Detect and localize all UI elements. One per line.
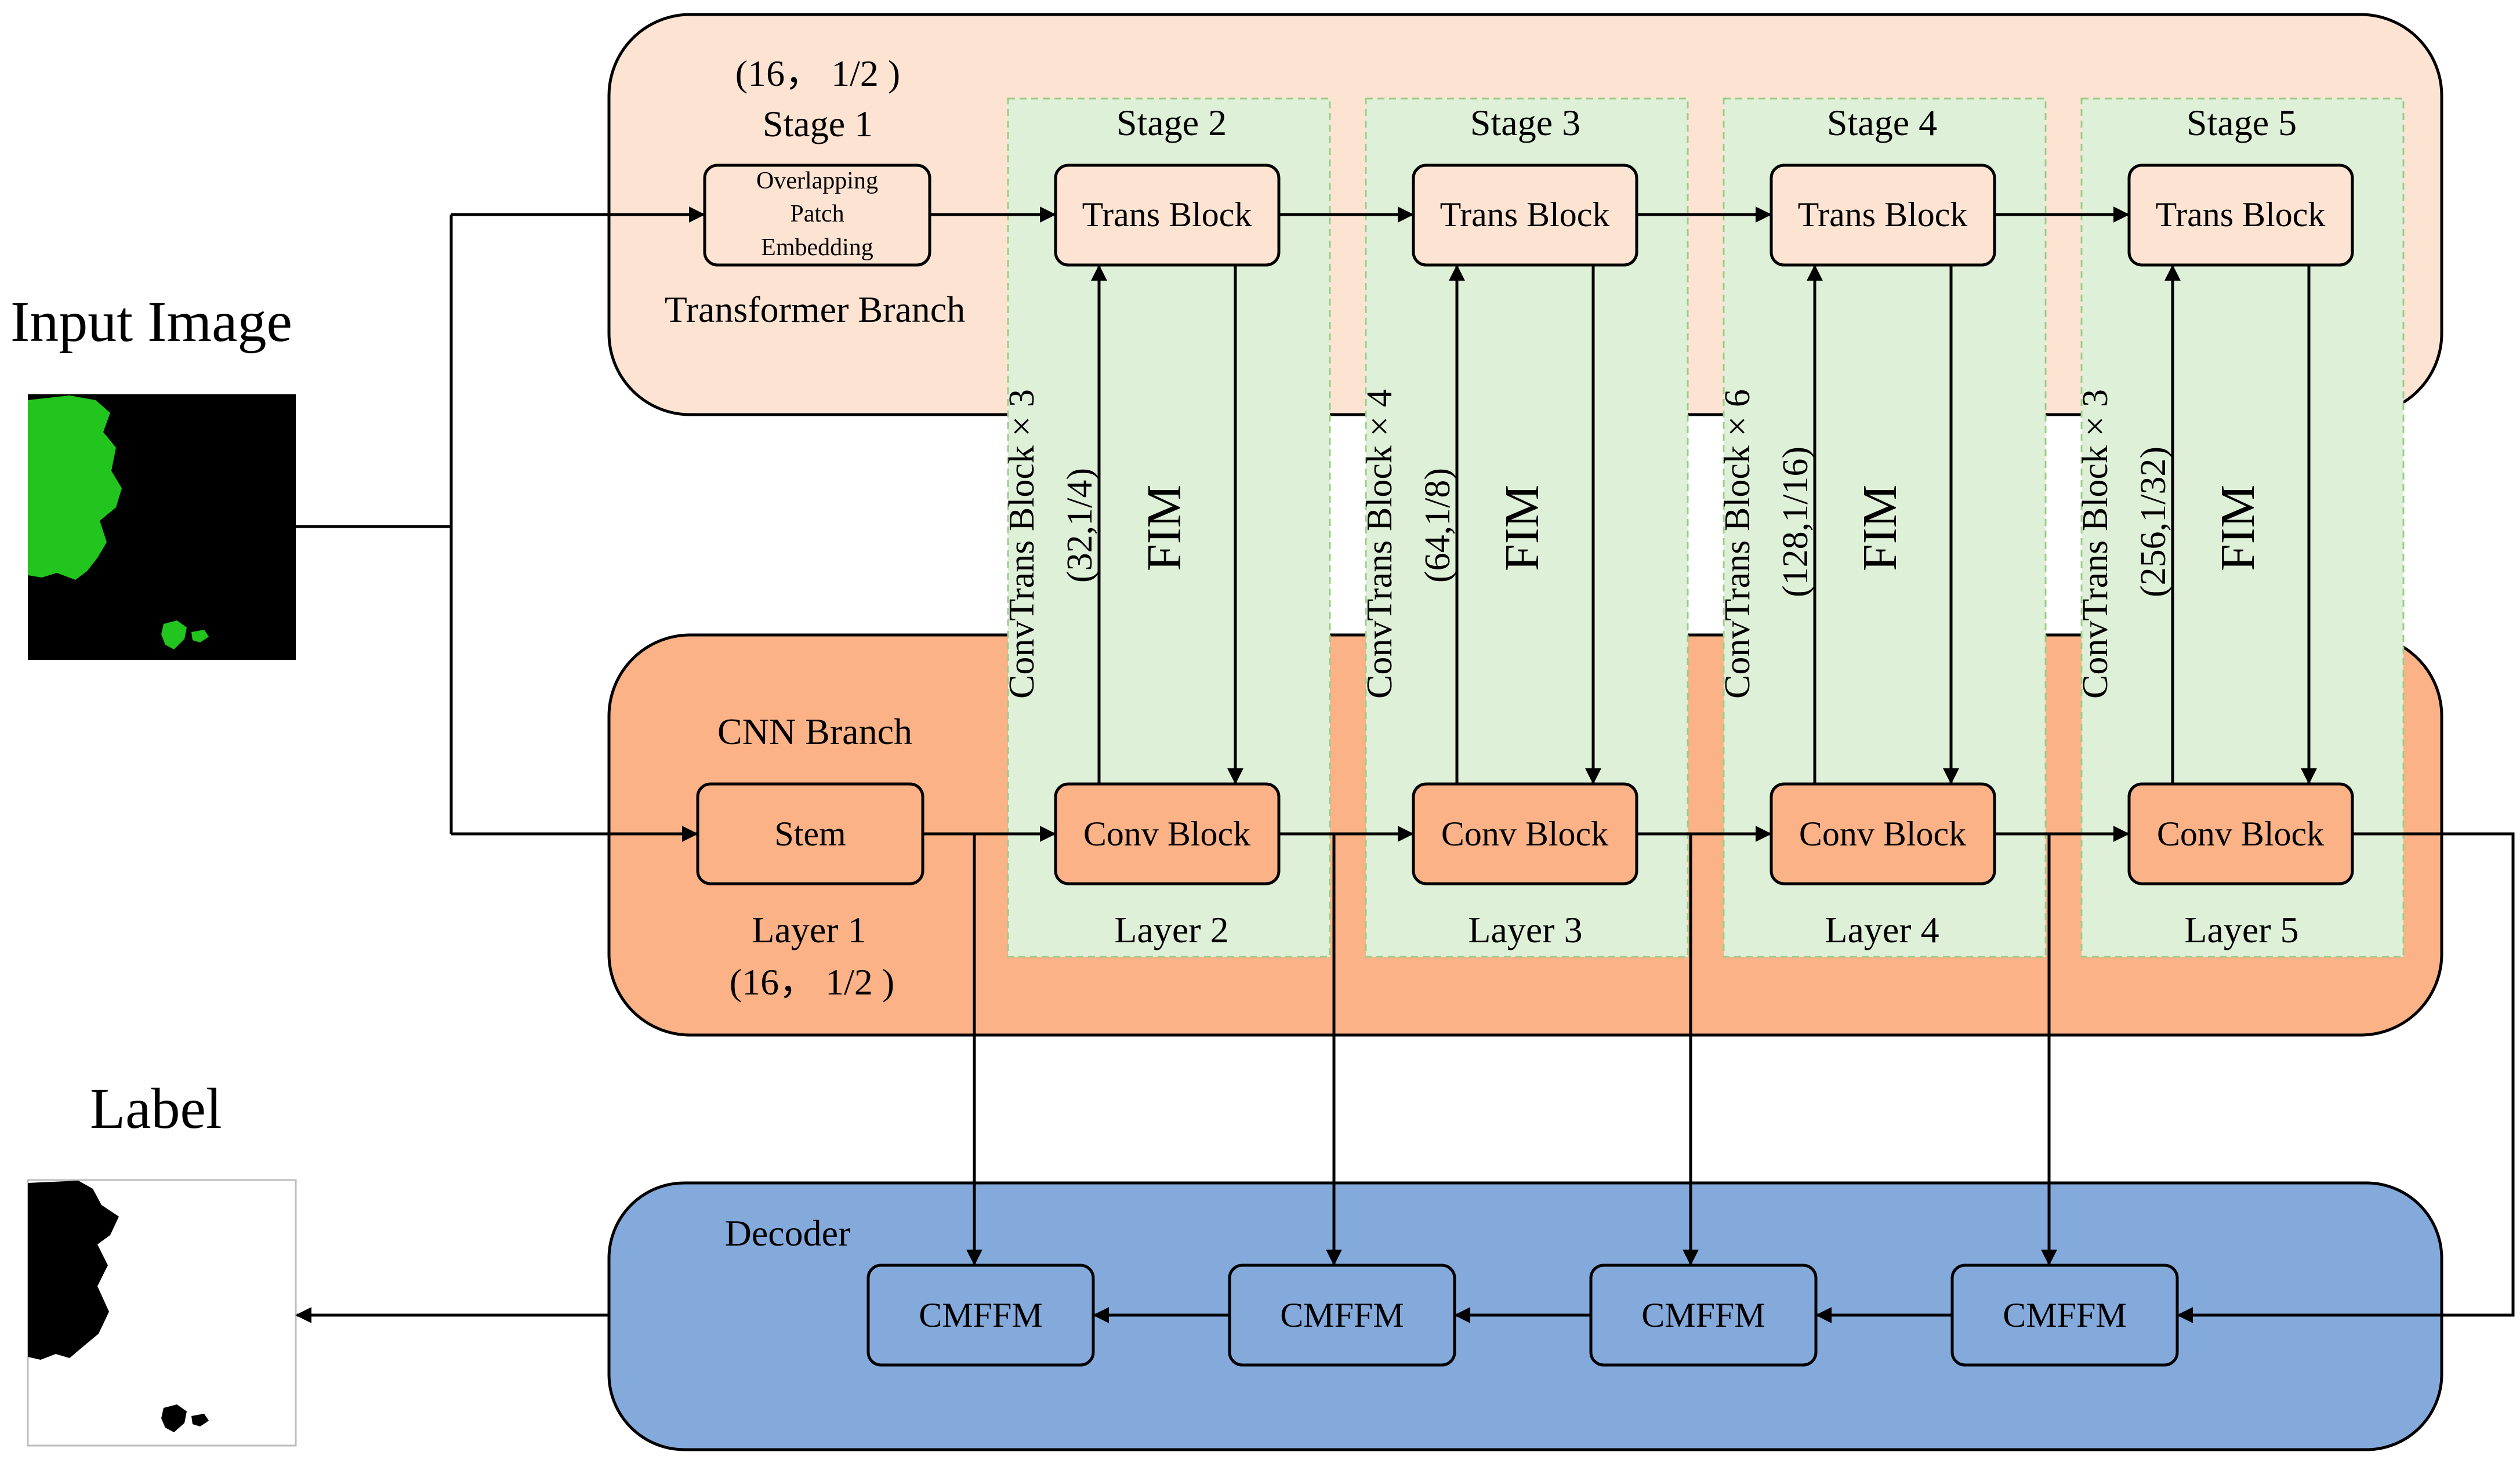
label-image	[27, 1179, 297, 1447]
convtrans-label-5: ConvTrans Block × 3 (256,1/32) FIM	[2076, 389, 2265, 699]
conv-block-5-label: Conv Block	[2157, 815, 2324, 853]
stage2-label: Stage 2	[1116, 102, 1227, 143]
conv-block-2-label: Conv Block	[1083, 815, 1250, 853]
trans-block-5-label: Trans Block	[2156, 195, 2326, 234]
decoder-title: Decoder	[725, 1212, 851, 1254]
layer3-label: Layer 3	[1468, 909, 1582, 950]
conv5-to-cmffm4-arrow	[2177, 832, 2515, 1323]
cmffm-2-label: CMFFM	[1280, 1296, 1404, 1334]
cmffm-4: CMFFM	[1950, 1264, 2179, 1367]
fim-4-label: FIM	[1853, 485, 1907, 571]
layer5-label: Layer 5	[2184, 909, 2298, 950]
cmffm-3-label: CMFFM	[1641, 1296, 1765, 1334]
input-image	[28, 394, 296, 660]
convtrans-2-size: (32,1/4)	[1060, 468, 1100, 583]
convtrans-3-size: (64,1/8)	[1418, 468, 1457, 583]
input-green-island	[161, 620, 187, 649]
patch-embedding-line-1: Overlapping	[756, 168, 878, 194]
input-green-island	[191, 630, 209, 642]
stem-block: Stem	[696, 782, 924, 885]
stage1-label: Stage 1	[763, 103, 873, 144]
convtrans-4-size: (128,1/16)	[1776, 446, 1815, 597]
layer1-label: Layer 1	[752, 909, 866, 950]
layer2-label: Layer 2	[1114, 909, 1228, 950]
trans-block-3-label: Trans Block	[1440, 195, 1610, 234]
stem-label: Stem	[774, 815, 846, 853]
fim-5-label: FIM	[2211, 485, 2265, 571]
conv-block-4-label: Conv Block	[1799, 815, 1966, 853]
label-black-island	[161, 1404, 187, 1432]
trans-block-5: Trans Block	[2127, 164, 2354, 267]
convtrans-5-repeat: ConvTrans Block × 3	[2076, 389, 2115, 699]
trans-block-2-label: Trans Block	[1082, 195, 1252, 234]
convtrans-5-size: (256,1/32)	[2134, 446, 2173, 597]
cmffm-2: CMFFM	[1228, 1264, 1456, 1367]
label-image-title: Label	[90, 1076, 222, 1141]
connections	[295, 206, 2515, 1323]
stage4-label: Stage 4	[1827, 102, 1937, 143]
label-black-island	[191, 1414, 209, 1426]
input-image-label: Input Image	[10, 289, 292, 354]
convtrans-4-repeat: ConvTrans Block × 6	[1718, 389, 1757, 699]
patch-embedding-line-3: Embedding	[761, 234, 873, 261]
layer1-size: (16， 1/2 )	[730, 961, 894, 1003]
fim-3-label: FIM	[1495, 485, 1549, 571]
cmffm-3: CMFFM	[1589, 1264, 1818, 1367]
patch-embedding-block: Overlapping Patch Embedding	[703, 164, 931, 267]
cnn-branch-title: CNN Branch	[717, 711, 912, 752]
stage1-size: (16， 1/2 )	[735, 53, 900, 94]
conv-block-3-label: Conv Block	[1441, 815, 1608, 853]
patch-embedding-line-2: Patch	[790, 201, 844, 227]
cmffm-1: CMFFM	[866, 1264, 1095, 1367]
convtrans-2-repeat: ConvTrans Block × 3	[1002, 389, 1042, 699]
conv-block-3: Conv Block	[1412, 782, 1638, 885]
trans-block-4: Trans Block	[1770, 164, 1996, 267]
conv-block-4: Conv Block	[1770, 782, 1996, 885]
label-black-landmass	[28, 1181, 119, 1360]
stage3-label: Stage 3	[1470, 102, 1580, 143]
trans-block-3: Trans Block	[1412, 164, 1638, 267]
input-green-landmass	[28, 395, 122, 580]
cmffm-1-label: CMFFM	[919, 1296, 1042, 1334]
cmffm-4-label: CMFFM	[2003, 1296, 2126, 1334]
convtrans-3-repeat: ConvTrans Block × 4	[1360, 389, 1399, 699]
stage5-label: Stage 5	[2187, 102, 2297, 143]
trans-block-4-label: Trans Block	[1798, 195, 1968, 234]
fim-2-label: FIM	[1137, 485, 1191, 571]
transformer-branch-title: Transformer Branch	[665, 289, 965, 330]
conv-block-5: Conv Block	[2127, 782, 2354, 885]
conv-block-2: Conv Block	[1054, 782, 1281, 885]
trans-block-2: Trans Block	[1054, 164, 1281, 267]
layer4-label: Layer 4	[1825, 909, 1939, 950]
convtrans-label-2: ConvTrans Block × 3 (32,1/4) FIM	[1002, 389, 1191, 699]
convtrans-label-4: ConvTrans Block × 6 (128,1/16) FIM	[1718, 389, 1907, 699]
convtrans-label-3: ConvTrans Block × 4 (64,1/8) FIM	[1360, 389, 1549, 699]
